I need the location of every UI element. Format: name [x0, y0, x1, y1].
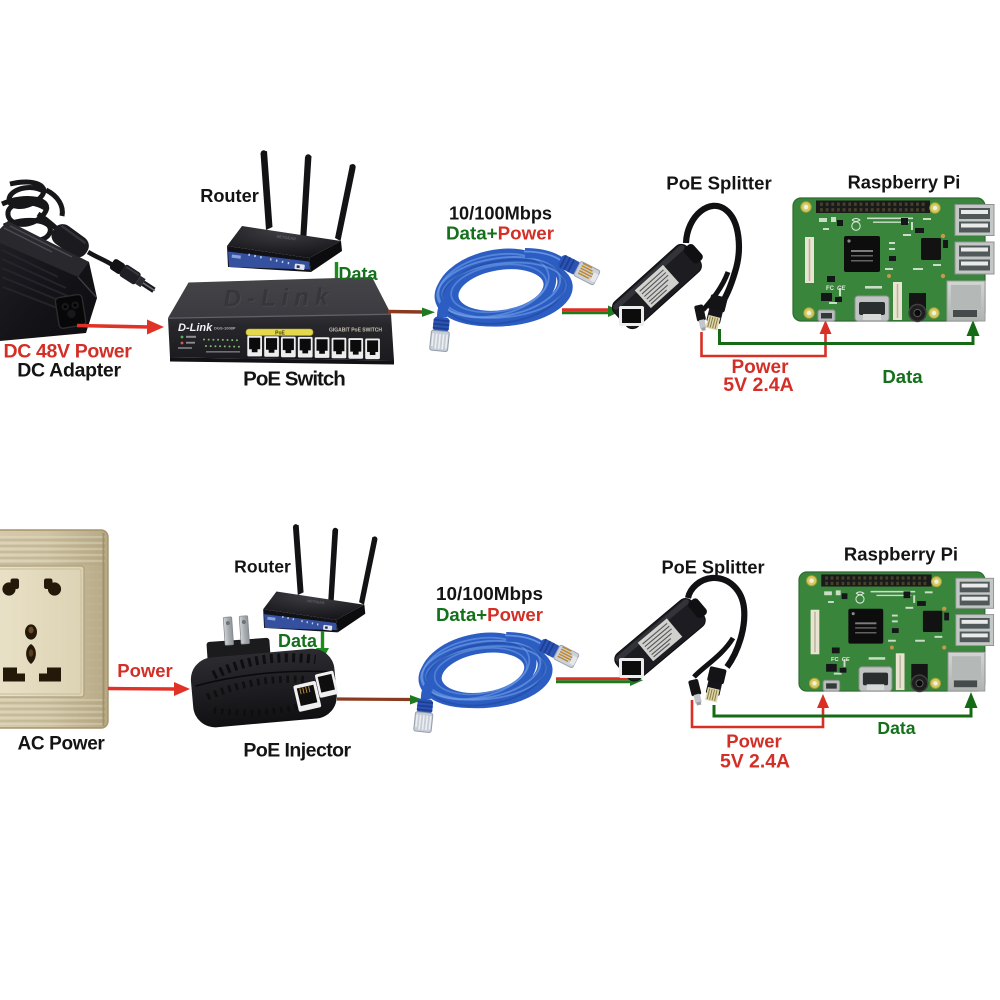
- svg-text:Data+Power: Data+Power: [436, 604, 543, 625]
- svg-text:PoE Switch: PoE Switch: [243, 368, 345, 391]
- svg-text:5V 2.4A: 5V 2.4A: [720, 751, 790, 773]
- svg-text:Data+Power: Data+Power: [446, 223, 555, 244]
- svg-text:PoE Injector: PoE Injector: [243, 740, 351, 762]
- svg-text:10/100Mbps: 10/100Mbps: [436, 584, 543, 605]
- svg-text:Raspberry Pi: Raspberry Pi: [848, 172, 961, 193]
- svg-text:GIGABIT PoE SWITCH: GIGABIT PoE SWITCH: [329, 328, 382, 334]
- svg-text:D-Link: D-Link: [224, 285, 335, 314]
- svg-text:Data: Data: [882, 366, 923, 387]
- svg-text:10/100Mbps: 10/100Mbps: [449, 204, 552, 224]
- svg-text:Power: Power: [726, 731, 782, 752]
- svg-text:DC Adapter: DC Adapter: [17, 360, 121, 382]
- svg-text:AC Power: AC Power: [18, 734, 106, 755]
- svg-text:PoE: PoE: [275, 330, 285, 336]
- svg-text:5V 2.4A: 5V 2.4A: [723, 374, 793, 396]
- svg-text:Raspberry Pi: Raspberry Pi: [844, 544, 958, 565]
- svg-text:Data: Data: [338, 264, 378, 284]
- svg-text:D-Link: D-Link: [178, 322, 213, 334]
- svg-text:PoE Splitter: PoE Splitter: [661, 558, 764, 578]
- svg-text:Power: Power: [117, 660, 173, 681]
- svg-text:DC 48V Power: DC 48V Power: [3, 341, 132, 363]
- svg-text:D-Link: D-Link: [223, 284, 334, 313]
- svg-text:Router: Router: [200, 186, 259, 206]
- svg-text:PoE Splitter: PoE Splitter: [666, 173, 771, 194]
- svg-text:Power: Power: [731, 357, 789, 378]
- svg-text:DGS-1008P: DGS-1008P: [214, 326, 236, 331]
- svg-text:Data: Data: [877, 718, 915, 738]
- svg-text:Data: Data: [278, 631, 318, 651]
- svg-text:Router: Router: [234, 557, 291, 577]
